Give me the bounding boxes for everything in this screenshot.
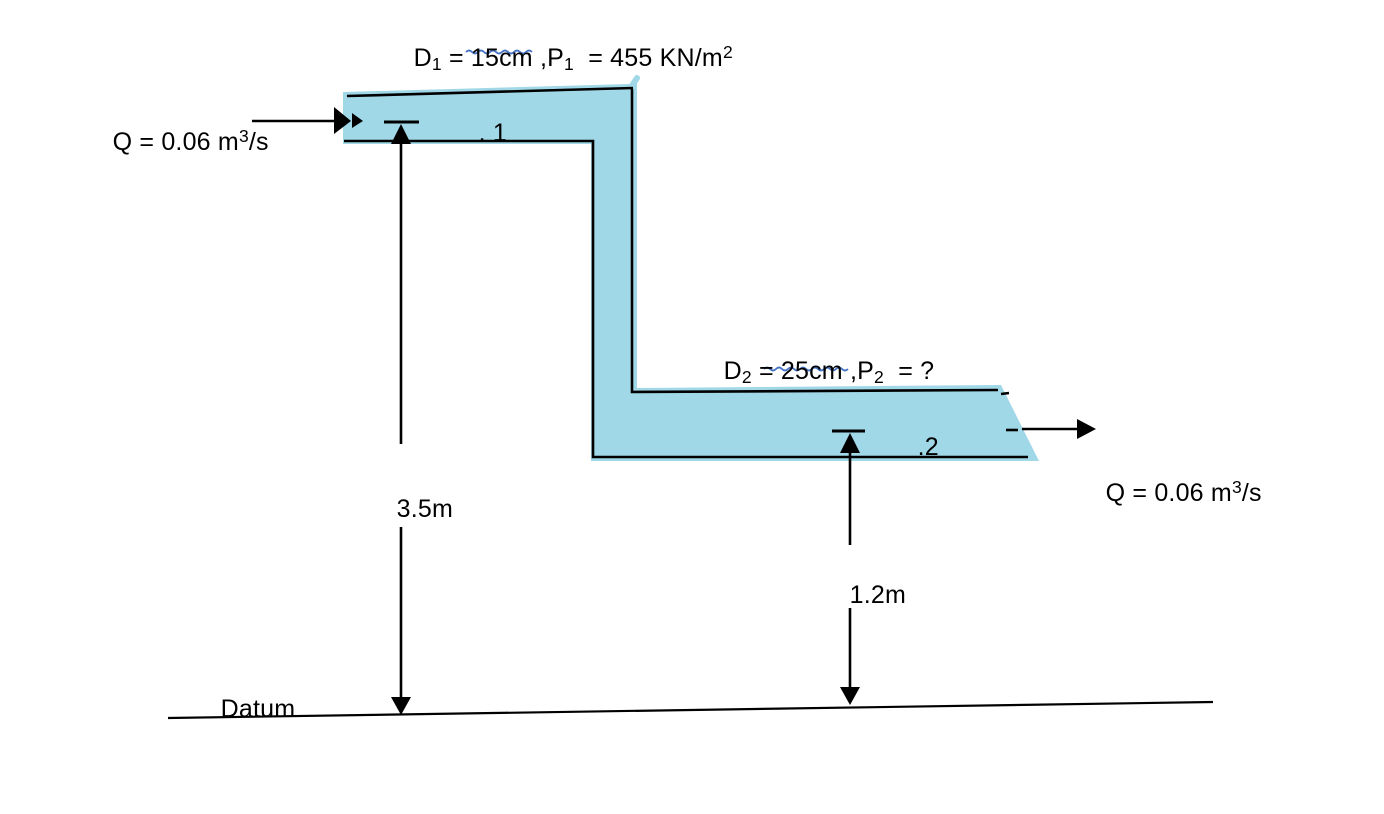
point-2-text: .2 bbox=[917, 433, 939, 461]
flow-rate-in-exponent: 3 bbox=[238, 126, 249, 147]
pipe2-p-subscript: 2 bbox=[874, 366, 884, 387]
pipe1-d-symbol: D bbox=[413, 44, 432, 72]
pipe1-diameter-value: = 15cm ,P bbox=[441, 44, 564, 72]
spellcheck-squiggle-2 bbox=[763, 366, 849, 372]
height-1-2m-text: 1.2m bbox=[849, 581, 906, 609]
flow-rate-out-text: Q = 0.06 m bbox=[1105, 479, 1232, 507]
pipe-right-outline bbox=[630, 89, 999, 394]
point-1-text: . 1 bbox=[478, 119, 507, 147]
pipe1-spec-label: D1 = 15cm ,P1 = 455 KN/m2 bbox=[385, 21, 733, 96]
height-1-2m-label: 1.2m bbox=[821, 558, 906, 633]
datum-line bbox=[167, 700, 1214, 720]
pipe2-diameter-value: = 25cm ,P bbox=[751, 357, 874, 385]
flow-rate-in-label: Q = 0.06 m3/s bbox=[84, 105, 269, 180]
pipe2-d-subscript: 2 bbox=[741, 366, 752, 387]
pipe1-p-subscript: 1 bbox=[564, 53, 574, 74]
flow-rate-in-text: Q = 0.06 m bbox=[112, 128, 239, 156]
datum-label: Datum bbox=[192, 672, 295, 747]
height-3-5m-text: 3.5m bbox=[396, 495, 453, 523]
height-3-5m-label: 3.5m bbox=[368, 472, 453, 547]
dim-1-2m-down-arrowhead bbox=[840, 687, 860, 705]
pipe1-d-subscript: 1 bbox=[431, 53, 442, 74]
pipe-corner-highlight bbox=[625, 75, 640, 95]
pipe2-d-symbol: D bbox=[723, 357, 742, 385]
dim-3-5m-up-arrowhead bbox=[391, 124, 411, 144]
point-2-label: .2 bbox=[889, 410, 939, 485]
pipe2-pressure-value: = ? bbox=[883, 357, 935, 385]
flow-rate-out-label: Q = 0.06 m3/s bbox=[1077, 456, 1262, 531]
dim-1-2m-up-arrowhead bbox=[840, 433, 860, 453]
outlet-arrowhead bbox=[1077, 419, 1096, 439]
pipe1-pressure-value: = 455 KN/m bbox=[573, 44, 723, 72]
pipe-top-outline bbox=[346, 86, 634, 98]
pipe-bottom-outline bbox=[344, 139, 1028, 459]
pipe-top-end-dash bbox=[1000, 391, 1010, 396]
inlet-arrowhead bbox=[334, 107, 351, 134]
inlet-inner-arrowhead bbox=[352, 113, 363, 128]
flow-rate-out-exponent: 3 bbox=[1231, 477, 1242, 498]
datum-text: Datum bbox=[220, 695, 296, 723]
pipe1-pressure-exponent: 2 bbox=[722, 42, 733, 63]
spellcheck-squiggle-1 bbox=[465, 49, 533, 55]
point-1-label: . 1 bbox=[450, 96, 507, 171]
flow-rate-out-unit: /s bbox=[1241, 479, 1262, 507]
pipe2-spec-label: D2 = 25cm ,P2 = ? bbox=[695, 334, 934, 409]
dim-3-5m-down-arrowhead bbox=[391, 697, 411, 715]
flow-rate-in-unit: /s bbox=[248, 128, 269, 156]
